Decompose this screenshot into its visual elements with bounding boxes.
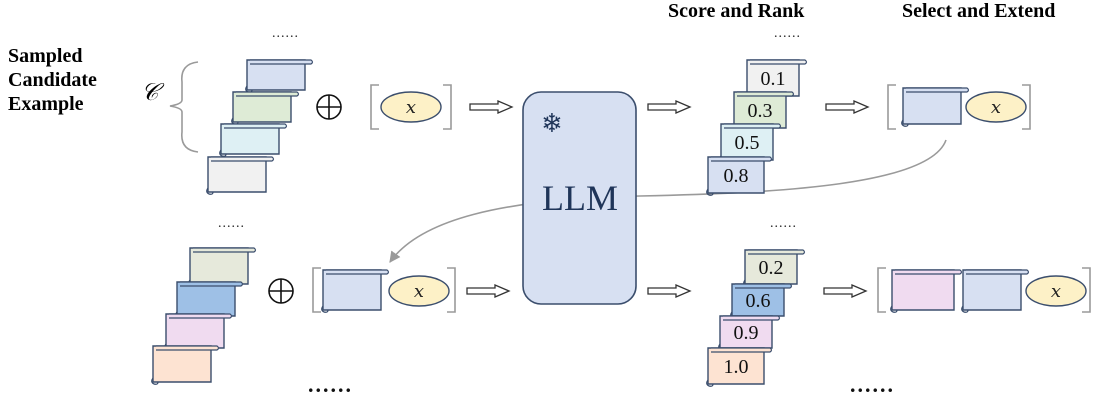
score-value: 0.9 [734,322,759,344]
label-line-2: Candidate [8,69,97,91]
scored-card-r1-2: 0.3 [732,91,795,131]
query-x-row1: x [380,91,442,123]
score-value: 0.3 [748,100,773,122]
candidate-set-symbol: 𝒞 [141,78,159,106]
scored-card-r2-3: 0.9 [718,315,781,351]
selected-example-r2-pink [890,269,963,313]
ellipsis-bottom-left: ...... [308,372,353,397]
feedback-arrow [389,139,947,263]
snowflake-icon: ❄ [541,109,563,139]
arrow-to-llm-row2 [466,284,511,298]
ellipsis-mid-right: ...... [770,216,797,231]
candidate-card-r2-1 [188,247,257,287]
selected-example-r2-blue [961,269,1030,313]
label-line-3: Example [8,93,84,115]
ellipsis-mid-left: ...... [218,216,245,231]
score-value: 1.0 [724,356,749,378]
scored-card-r2-4: 1.0 [706,347,773,387]
candidate-card-1 [245,59,314,93]
scored-card-r1-3: 0.5 [719,123,782,163]
score-and-rank-title: Score and Rank [668,0,805,22]
candidate-card-r2-4 [151,345,220,385]
x-variable: x [406,97,416,118]
arrow-to-select-row1 [825,100,870,114]
scored-card-r1-1: 0.1 [745,59,808,99]
score-value: 0.5 [735,132,760,154]
oplus-row2 [268,278,294,304]
query-example-row2 [321,269,390,313]
ellipsis-bottom-right: ...... [850,372,895,397]
ellipsis-top-left: ...... [272,26,299,41]
candidate-brace [169,61,199,153]
query-bracket-row2 [312,267,456,313]
score-value: 0.8 [724,165,749,187]
score-value: 0.6 [746,290,771,312]
score-value: 0.1 [761,68,786,90]
candidate-card-4 [206,156,275,195]
selected-x-row2: x [1025,275,1087,307]
selected-example-row1 [901,87,970,127]
scored-card-r1-4: 0.8 [706,156,773,196]
selected-bracket-row2 [877,267,1091,313]
arrow-from-llm-row2 [647,284,692,298]
ellipsis-top-right: ...... [774,26,801,41]
query-bracket-row1 [370,84,452,130]
llm-label: LLM [542,178,618,218]
select-and-extend-title: Select and Extend [902,0,1056,22]
selected-bracket-row1 [887,84,1031,130]
scored-card-r2-1: 0.2 [743,249,806,287]
llm-block: ❄ LLM [522,91,637,305]
label-line-1: Sampled [8,45,83,67]
sampled-candidate-label: Sampled Candidate Example [8,44,97,116]
x-variable: x [1051,281,1061,302]
scored-card-r2-2: 0.6 [730,283,793,319]
arrow-from-llm-row1 [647,100,692,114]
x-variable: x [991,97,1001,118]
selected-x-row1: x [965,91,1027,123]
arrow-to-llm-row1 [469,100,514,114]
query-x-row2: x [388,275,450,307]
candidate-card-r2-3 [164,313,233,351]
x-variable: x [414,281,424,302]
candidate-card-r2-2 [175,281,244,319]
score-value: 0.2 [759,257,784,279]
oplus-row1 [316,94,342,120]
candidate-card-3 [219,123,288,157]
arrow-to-select-row2 [823,284,868,298]
candidate-card-2 [231,91,300,125]
